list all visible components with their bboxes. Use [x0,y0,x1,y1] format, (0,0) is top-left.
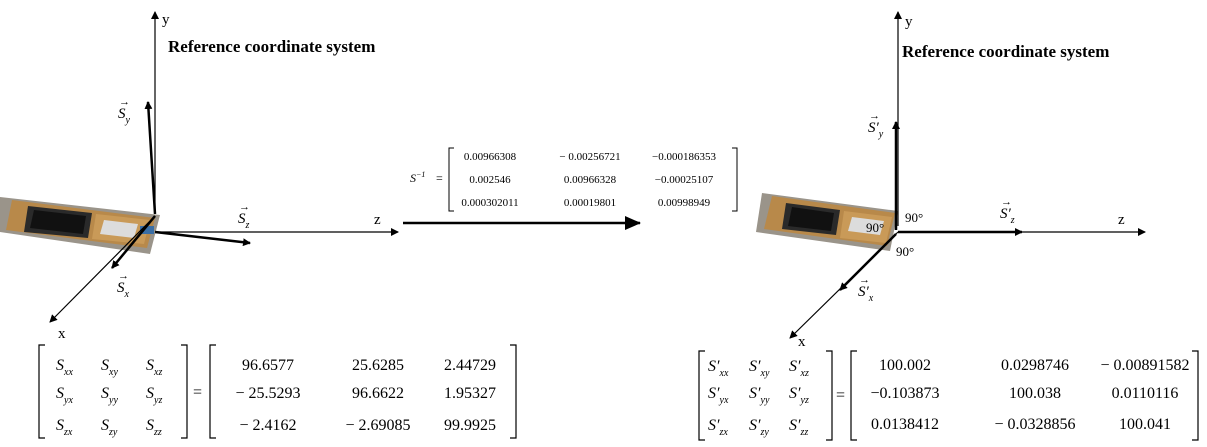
right-angle-1: 90° [905,210,923,225]
lhs-cell: Sxx [56,357,73,378]
matrix-cell: −0.103873 [870,385,939,402]
matrix-cell: 100.038 [1009,385,1061,402]
matrix-cell: 96.6577 [242,357,294,374]
left-panel: Reference coordinate system y z x Sy → S… [0,11,517,439]
matrix-cell: 0.00998949 [658,197,711,209]
right-equation: S′xx S′xy S′xzS′yx S′yy S′yzS′zx S′zy S′zz = 1… [698,350,1199,441]
right-vec-z-label: S′z [1000,206,1015,226]
lhs-cell: S′zx [708,417,728,438]
right-equals: = [836,387,845,404]
right-title: Reference coordinate system [902,42,1109,61]
left-equals: = [193,384,202,401]
matrix-cell: − 0.00891582 [1100,357,1189,374]
matrix-cell: 2.44729 [444,357,496,374]
lhs-cell: Szx [56,417,73,438]
matrix-cell: −0.00025107 [655,174,714,186]
transform-equals: = [436,171,443,185]
left-x-axis [49,215,156,323]
left-title: Reference coordinate system [168,37,375,56]
matrix-cell: 99.9925 [444,417,496,434]
matrix-cell: 0.00966308 [464,151,517,163]
right-angle-3: 90° [896,244,914,259]
matrix-cell: 0.000302011 [461,197,518,209]
left-z-label: z [374,212,381,228]
lhs-cell: Sxy [101,357,118,378]
matrix-cell: 0.00966328 [564,174,617,186]
right-vec-y-label: S′y [868,120,884,140]
lhs-cell: Syz [146,385,162,406]
left-vec-z-arrow [154,230,251,247]
matrix-cell: 0.0298746 [1001,357,1069,374]
matrix-cell: −0.000186353 [652,151,716,163]
right-panel: Reference coordinate system y z x 90° 90… [698,11,1199,441]
lhs-cell: Syx [56,385,73,406]
left-vec-x-arrow [111,215,156,269]
right-y-label: y [905,14,913,30]
left-vec-x-label: Sx [117,280,130,300]
matrix-cell: − 0.00256721 [559,151,620,163]
right-vec-x-arrow [839,233,897,291]
transform: S−1 = 0.00966308 − 0.00256721 −0.000186353… [403,147,738,230]
matrix-cell: − 2.4162 [239,417,296,434]
matrix-cell: 0.00019801 [564,197,616,209]
lhs-cell: S′xz [789,358,809,379]
matrix-cell: 0.0138412 [871,416,939,433]
lhs-cell: Szy [101,417,118,438]
right-vec-z-bar: → [1001,196,1012,208]
matrix-cell: 100.002 [879,357,931,374]
lhs-cell: S′zz [789,417,808,438]
matrix-cell: 0.0110116 [1112,385,1179,402]
left-vec-z-label: Sz [238,211,250,231]
right-z-label: z [1118,212,1125,228]
matrix-cell: − 25.5293 [235,385,300,402]
matrix-cell: − 2.69085 [345,417,410,434]
right-x-label: x [798,334,806,350]
lhs-cell: Sxz [146,357,162,378]
left-vec-y-label: Sy [118,106,131,126]
lhs-cell: S′yz [789,385,809,406]
left-vec-z-bar: → [239,201,250,213]
left-sensor-image [0,197,160,254]
left-y-label: y [162,12,170,28]
transform-label: S−1 [410,170,425,185]
right-vec-x-bar: → [859,274,870,286]
left-x-label: x [58,326,66,342]
lhs-cell: Syy [101,385,118,406]
right-sensor-image [756,193,898,251]
matrix-cell: 0.002546 [469,174,511,186]
right-angle-2: 90° [866,220,884,235]
lhs-cell: S′xy [749,358,770,379]
right-vec-y-bar: → [869,110,880,122]
lhs-cell: S′yx [708,385,729,406]
lhs-cell: S′zy [749,417,769,438]
lhs-cell: Szz [146,417,162,438]
left-vec-x-bar: → [118,270,129,282]
lhs-cell: S′xx [708,358,729,379]
lhs-cell: S′yy [749,385,770,406]
left-vec-y-arrow [144,101,157,215]
matrix-cell: 25.6285 [352,357,404,374]
matrix-cell: 96.6622 [352,385,404,402]
matrix-cell: 100.041 [1119,416,1171,433]
matrix-cell: 1.95327 [444,385,496,402]
matrix-cell: − 0.0328856 [994,416,1075,433]
left-vec-y-bar: → [119,96,130,108]
right-vec-x-label: S′x [858,284,874,304]
